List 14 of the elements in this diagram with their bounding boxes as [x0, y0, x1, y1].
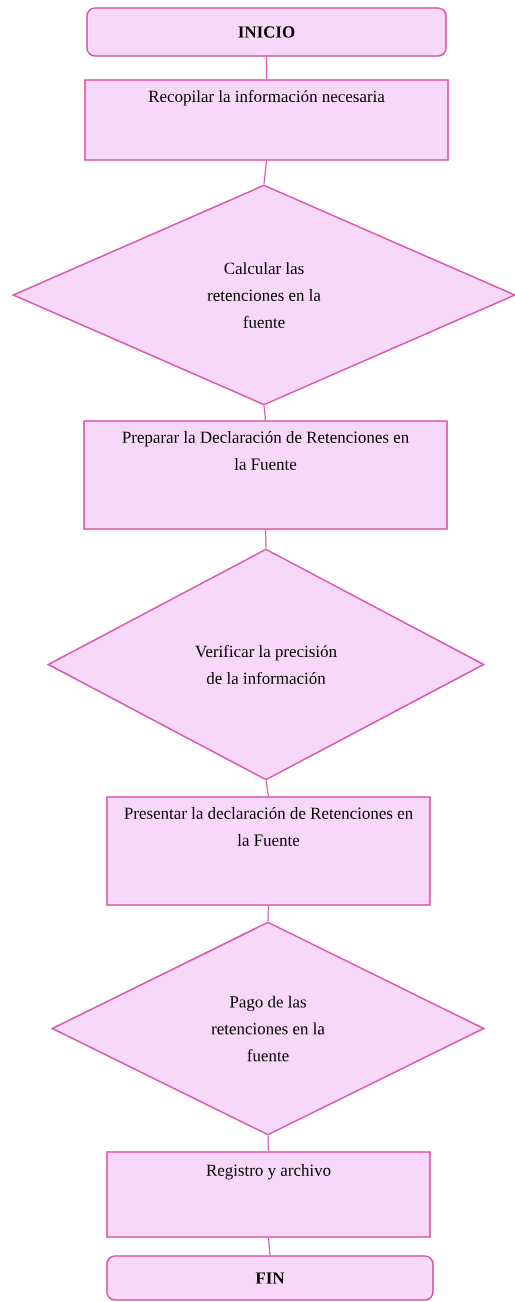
process-box: Presentar la declaración de Retenciones en la Fuente [106, 796, 431, 906]
terminal-box: FIN [106, 1255, 434, 1301]
connector-line [267, 905, 270, 922]
connector-line [267, 1237, 271, 1256]
process-box: Recopilar la información necesaria [84, 79, 449, 161]
process-box: Registro y archivo [106, 1151, 431, 1238]
connector-line [265, 780, 270, 797]
connector-line [265, 56, 268, 80]
connector-line [267, 1135, 270, 1152]
connector-line [263, 405, 267, 421]
process-box: Preparar la Declaración de Retenciones en la Fuente [83, 420, 448, 530]
connector-line [264, 529, 267, 549]
terminal-box: INICIO [86, 7, 447, 57]
connector-line [263, 160, 268, 185]
